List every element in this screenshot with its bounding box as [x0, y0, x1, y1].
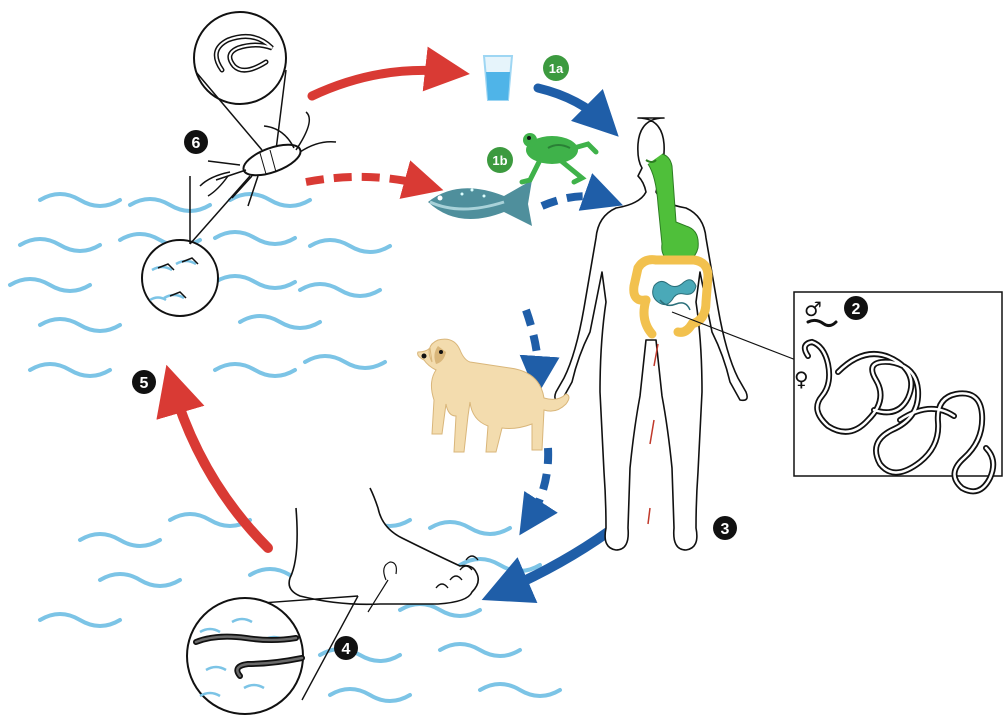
step-label-5: 5	[140, 375, 149, 392]
arrow-fish-to-human	[542, 196, 608, 206]
dog-icon	[418, 339, 569, 452]
step-badge-4: 4	[334, 636, 358, 660]
frog-icon	[522, 133, 596, 182]
step-badge-1b: 1b	[487, 147, 513, 173]
copepod-larva-magnifier	[194, 12, 286, 104]
step-badge-1a: 1a	[543, 55, 569, 81]
step-label-2: 2	[852, 301, 861, 318]
step-label-4: 4	[342, 641, 351, 658]
step-label-1b: 1b	[492, 153, 507, 168]
adult-worm-inset: ♂ ♀	[794, 292, 1002, 491]
copepod-icon	[142, 12, 336, 316]
step-label-6: 6	[192, 135, 201, 152]
arrow-dog-to-foot	[528, 448, 548, 522]
arrow-copepod-to-water	[312, 70, 452, 96]
copepods-in-water-magnifier	[142, 240, 218, 316]
step-label-3: 3	[721, 521, 730, 538]
male-symbol: ♂	[804, 297, 822, 321]
arrow-human-to-foot	[500, 532, 608, 592]
water-glass-icon	[484, 56, 512, 100]
step-badge-3: 3	[713, 516, 737, 540]
larvae-magnifier	[187, 596, 358, 714]
arrow-water-to-human	[538, 88, 606, 124]
step-label-1a: 1a	[549, 61, 564, 76]
step-badge-2: 2	[844, 296, 868, 320]
human-body-icon	[555, 118, 747, 550]
arrow-human-to-dog	[526, 310, 538, 380]
step-badge-5: 5	[132, 370, 156, 394]
arrow-copepod-to-fish	[306, 177, 428, 186]
female-symbol: ♀	[794, 367, 809, 391]
fish-icon	[428, 180, 532, 226]
step-badge-6: 6	[184, 130, 208, 154]
foot-icon	[289, 488, 478, 612]
